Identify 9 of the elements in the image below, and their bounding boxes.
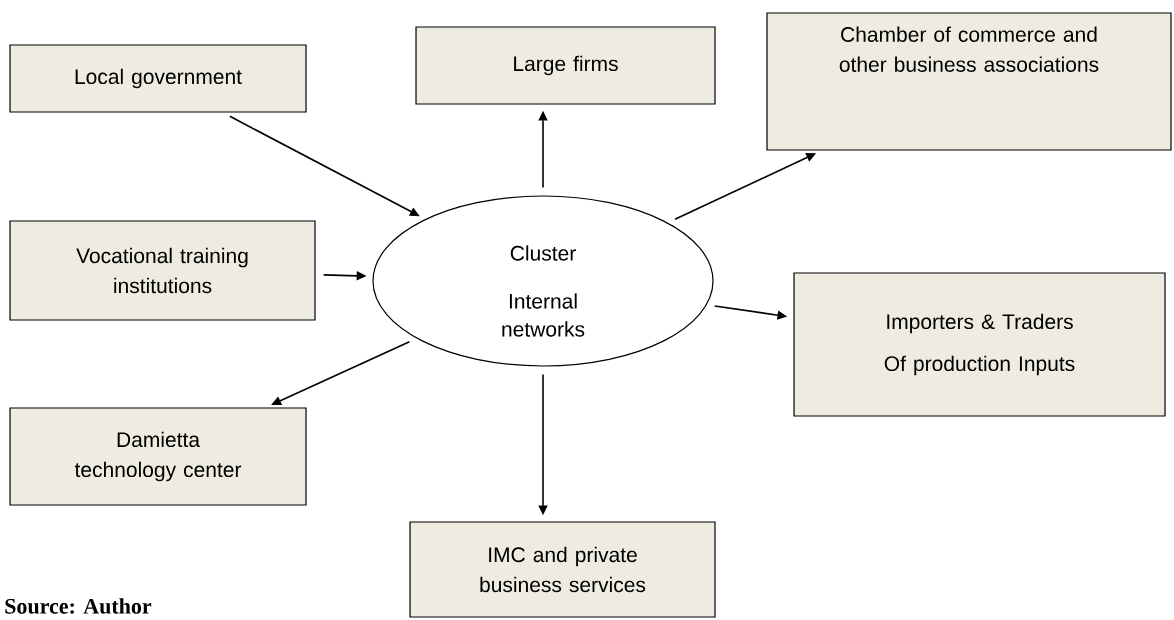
stakeholder-box: Vocational training institutions xyxy=(9,220,316,321)
stakeholder-box: Large firms xyxy=(415,26,716,105)
source-note: Source: Author xyxy=(5,598,152,614)
stakeholder-box: Importers & Traders Of production Inputs xyxy=(793,272,1166,417)
stakeholder-box: IMC and private business services xyxy=(409,521,716,618)
stakeholder-box: Chamber of commerce and other business associations xyxy=(766,12,1172,151)
stakeholder-box: Damietta technology center xyxy=(9,407,307,506)
arrow xyxy=(229,115,420,217)
stakeholder-box: Local government xyxy=(9,44,307,113)
